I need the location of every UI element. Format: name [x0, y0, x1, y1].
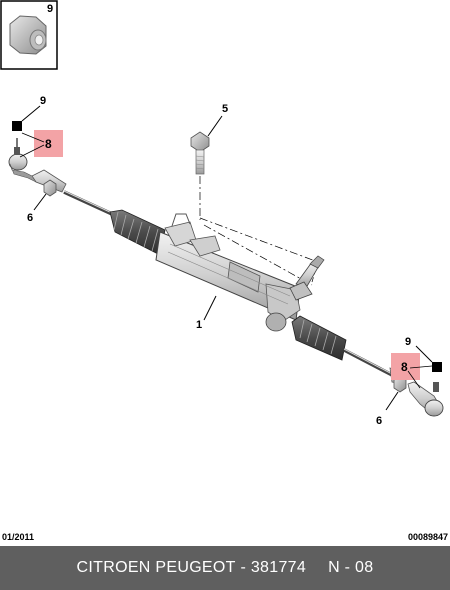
pinion-shaft — [289, 255, 325, 301]
leader-9-left — [21, 105, 41, 122]
mounting-bolt — [190, 131, 210, 220]
left-bellows-boot — [109, 209, 166, 256]
footer-separator: - — [235, 559, 251, 576]
left-clip-square — [12, 121, 22, 131]
diagram-canvas: 9 5 9 8 — [0, 0, 444, 427]
callout-8-right: 8 — [401, 360, 408, 374]
footer-date: 01/2011 — [2, 532, 35, 542]
highlight-8-right — [391, 353, 420, 380]
leaders-8-left — [19, 132, 45, 158]
leaders-8-right — [407, 365, 433, 389]
callout-6-right: 6 — [376, 415, 382, 427]
leader-1 — [203, 295, 217, 321]
callout-1: 1 — [196, 319, 202, 331]
footer-part-number: 381774 — [250, 559, 307, 576]
steering-rack-housing — [155, 213, 301, 332]
footer-bar: CITROEN PEUGEOT - 381774 N - 08 — [0, 546, 450, 590]
footer-page: N - 08 — [328, 559, 374, 576]
right-clip-square — [432, 362, 442, 372]
leader-6-right — [385, 391, 399, 411]
callout-9-left: 9 — [40, 95, 46, 107]
callout-5: 5 — [222, 103, 228, 115]
inset-label: 9 — [47, 3, 53, 15]
callout-6-left: 6 — [27, 212, 33, 224]
footer-code: 00089847 — [407, 532, 448, 542]
leader-6-left — [33, 193, 47, 211]
callout-8-left: 8 — [45, 137, 52, 151]
inset-box: 9 — [0, 0, 58, 70]
inset-nut-icon — [9, 15, 47, 55]
leader-5 — [207, 115, 223, 137]
leader-9-right — [415, 345, 433, 363]
left-nut — [43, 179, 57, 197]
callout-9-right: 9 — [405, 336, 411, 348]
footer-brand: CITROEN PEUGEOT — [76, 559, 236, 576]
right-bellows-boot — [291, 315, 347, 361]
highlight-8-left — [34, 130, 63, 157]
